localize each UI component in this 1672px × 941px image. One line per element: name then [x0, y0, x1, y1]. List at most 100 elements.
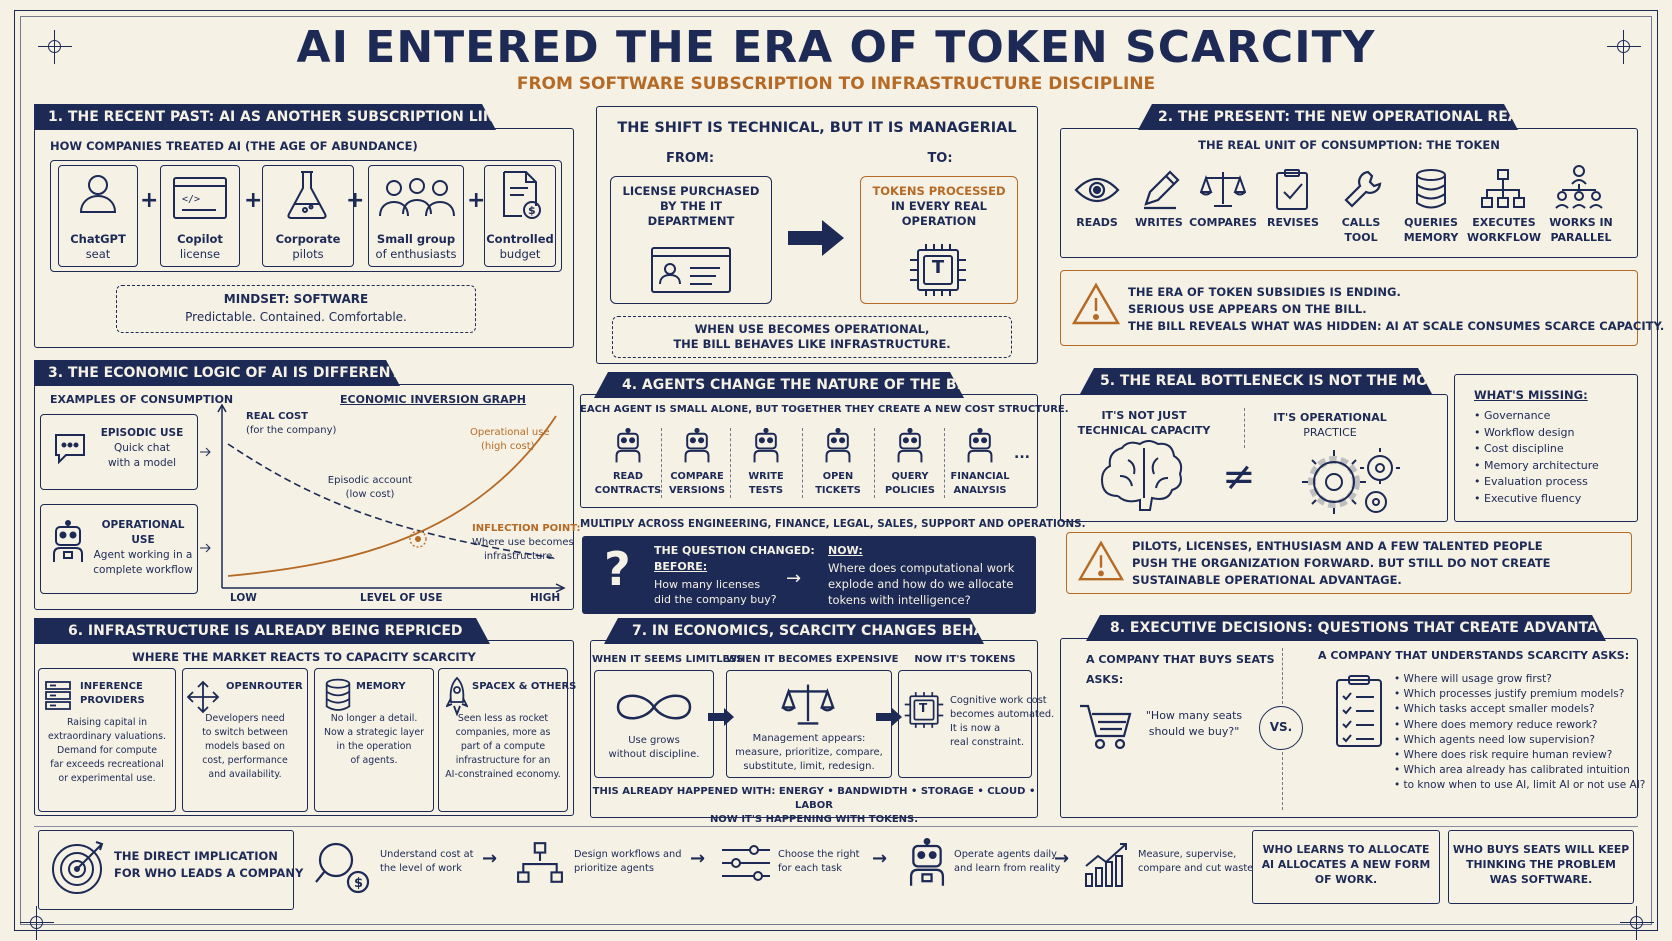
infra-card-title: MEMORY: [356, 681, 406, 692]
robot-icon: [909, 838, 945, 886]
infra-card: [182, 668, 308, 812]
workflow-icon: [517, 842, 563, 883]
s2-item-label: REVISES: [1267, 216, 1319, 229]
inflection-label: INFLECTION POINT:: [472, 523, 581, 534]
question-item: to know when to use AI, limit AI or not …: [1394, 778, 1646, 793]
gears-icon: [1302, 448, 1400, 514]
col2-text: Management appears:measure, prioritize, …: [735, 733, 883, 772]
s2-item-label: READS: [1076, 216, 1118, 229]
agent-divider: [944, 428, 945, 498]
infinity-icon: [616, 694, 692, 720]
from-label: FROM:: [665, 151, 715, 166]
workflow-icon: [1481, 169, 1525, 208]
graph-heading: ECONOMIC INVERSION GRAPH: [340, 393, 526, 406]
crosshair-icon: [38, 30, 72, 64]
infra-card: [314, 668, 434, 812]
shopping-cart-icon: [1080, 704, 1132, 750]
question-item: Where does risk require human review?: [1394, 748, 1645, 763]
section-2-banner: 2. THE PRESENT: THE NEW OPERATIONAL REAL…: [1138, 104, 1518, 130]
s8-divider: [1282, 752, 1283, 810]
robot-icon: [684, 428, 710, 463]
sliders-icon: [722, 845, 770, 881]
user-icon: [79, 175, 117, 213]
shift-heading: THE SHIFT IS TECHNICAL, BUT IT IS MANAGE…: [617, 120, 1017, 136]
warning-icon: [1078, 540, 1124, 581]
col3-box: [898, 670, 1032, 778]
token-chip-icon: [910, 244, 966, 296]
crosshair-icon: [1607, 30, 1641, 64]
arrow-right-icon: [788, 220, 844, 256]
missing-item: Evaluation process: [1474, 474, 1599, 491]
plus-icon: +: [467, 188, 486, 213]
crosshair-icon: [1620, 906, 1654, 940]
section-7-banner: 7. IN ECONOMICS, SCARCITY CHANGES BEHAVI…: [604, 618, 984, 644]
not-equal-icon: ≠: [1222, 454, 1256, 500]
col3-chip-letter: T: [919, 701, 928, 715]
subsidy-warning-text: THE ERA OF TOKEN SUBSIDIES IS ENDING.SER…: [1128, 285, 1665, 333]
svg-text:$: $: [354, 876, 363, 891]
question-item: Where does memory reduce rework?: [1394, 718, 1645, 733]
question-item: Which area already has calibrated intuit…: [1394, 763, 1645, 778]
missing-item: Memory architecture: [1474, 458, 1599, 475]
agent-divider: [661, 428, 662, 498]
operational-card: [40, 504, 198, 594]
question-item: Which processes justify premium models?: [1394, 687, 1645, 702]
infra-card: [438, 668, 568, 812]
question-box: [582, 536, 1036, 614]
infra-card: [38, 668, 176, 812]
section-3-banner: 3. THE ECONOMIC LOGIC OF AI IS DIFFERENT: [34, 360, 400, 386]
shift-panel: [596, 106, 1038, 364]
rocket-icon: [446, 676, 468, 716]
col1-title: WHEN IT SEEMS LIMITLESS: [592, 654, 744, 665]
s2-heading: THE REAL UNIT OF CONSUMPTION: THE TOKEN: [1198, 138, 1500, 152]
allocate-card: [1252, 830, 1440, 904]
missing-panel: [1454, 374, 1638, 522]
plus-icon: +: [346, 188, 365, 213]
target-icon: [52, 841, 104, 894]
before-label: BEFORE:: [654, 560, 708, 573]
token-chip-icon: [904, 692, 944, 728]
to-card: [860, 176, 1018, 304]
question-mark-icon: ?: [604, 542, 631, 596]
step-arrow-icon: →: [482, 848, 498, 869]
vs-label: VS.: [1269, 720, 1293, 734]
outer-frame: [14, 10, 1658, 931]
col1-box: [594, 670, 714, 778]
chat-bubble-icon: [55, 434, 85, 465]
arrow-right-icon: [708, 708, 734, 726]
operational-curve-sub: (high cost): [481, 441, 535, 452]
router-arrows-icon: [186, 680, 220, 714]
operational-curve-label: Operational use: [470, 427, 550, 438]
flask-icon: [287, 171, 327, 219]
pencil-icon: [1144, 170, 1180, 210]
multiply-text: MULTIPLY ACROSS ENGINEERING, FINANCE, LE…: [580, 518, 1086, 530]
question-item: Which tasks accept smaller models?: [1394, 702, 1645, 717]
arrow-right-icon: [876, 708, 902, 726]
from-card: [610, 176, 772, 304]
missing-item: Governance: [1474, 408, 1599, 425]
question-title: THE QUESTION CHANGED:: [654, 544, 815, 557]
infra-card-title: SPACEX & OTHERS: [472, 681, 577, 692]
bottleneck-warning-box: [1066, 532, 1632, 594]
agent-divider: [802, 428, 803, 498]
real-cost-sub: (for the company): [246, 425, 337, 436]
crosshair-icon: [20, 906, 54, 940]
step-text: Measure, supervise,compare and cut waste: [1138, 849, 1254, 874]
scarcity-questions: Where will usage grow first? Which proce…: [1394, 672, 1646, 794]
seats-card: [1448, 830, 1634, 904]
